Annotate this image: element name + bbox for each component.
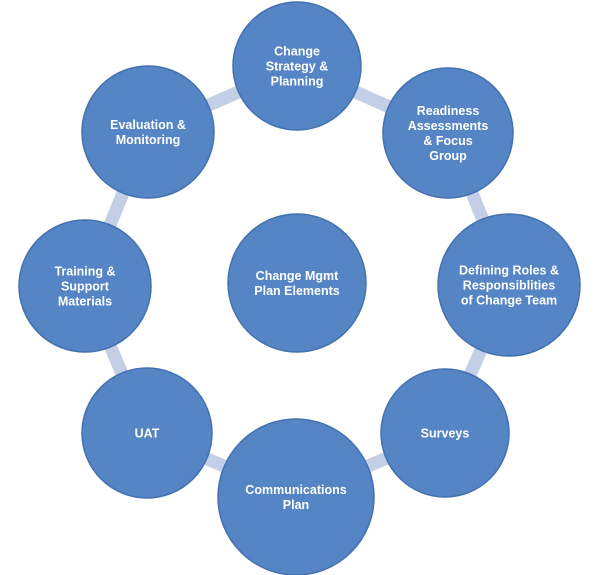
node-surveys-label-line: Surveys xyxy=(421,427,470,441)
node-evaluation-label: Evaluation &Monitoring xyxy=(110,118,186,147)
node-uat-circle xyxy=(81,367,213,499)
node-communications-label-line: Plan xyxy=(283,498,309,512)
node-readiness-label-line: Group xyxy=(429,149,467,163)
center-node-label-line: Plan Elements xyxy=(254,284,339,298)
node-communications-circle xyxy=(217,418,375,575)
node-surveys-circle xyxy=(380,368,510,498)
node-strategy-label-line: Change xyxy=(274,45,320,59)
node-roles-label-line: Responsiblities xyxy=(463,279,555,293)
node-evaluation-label-line: Evaluation & xyxy=(110,118,186,132)
node-roles-label-line: Defining Roles & xyxy=(459,264,559,278)
node-roles-circle xyxy=(437,213,581,357)
node-strategy-label-line: Planning xyxy=(271,75,324,89)
node-evaluation-label-line: Monitoring xyxy=(116,133,181,147)
center-node-circle xyxy=(227,213,367,353)
node-training-circle xyxy=(18,219,152,353)
node-uat-label-line: UAT xyxy=(135,427,160,441)
node-training-label-line: Materials xyxy=(58,295,112,309)
node-roles-label-line: of Change Team xyxy=(461,294,557,308)
node-readiness-label-line: Assessments xyxy=(408,119,489,133)
center-node-label-line: Change Mgmt xyxy=(256,269,339,283)
node-surveys-label: Surveys xyxy=(421,427,470,441)
node-evaluation: Evaluation &Monitoring xyxy=(81,65,215,199)
node-readiness-circle xyxy=(382,67,514,199)
node-strategy-label-line: Strategy & xyxy=(266,60,329,74)
node-training-label-line: Training & xyxy=(54,265,115,279)
node-uat: UAT xyxy=(81,367,213,499)
node-readiness-label-line: & Focus xyxy=(423,134,472,148)
node-strategy-circle xyxy=(232,1,362,131)
node-surveys: Surveys xyxy=(380,368,510,498)
node-evaluation-circle xyxy=(81,65,215,199)
node-uat-label: UAT xyxy=(135,427,160,441)
node-training-label-line: Support xyxy=(61,280,110,294)
node-communications-label-line: Communications xyxy=(245,483,346,497)
node-readiness-label-line: Readiness xyxy=(417,104,480,118)
